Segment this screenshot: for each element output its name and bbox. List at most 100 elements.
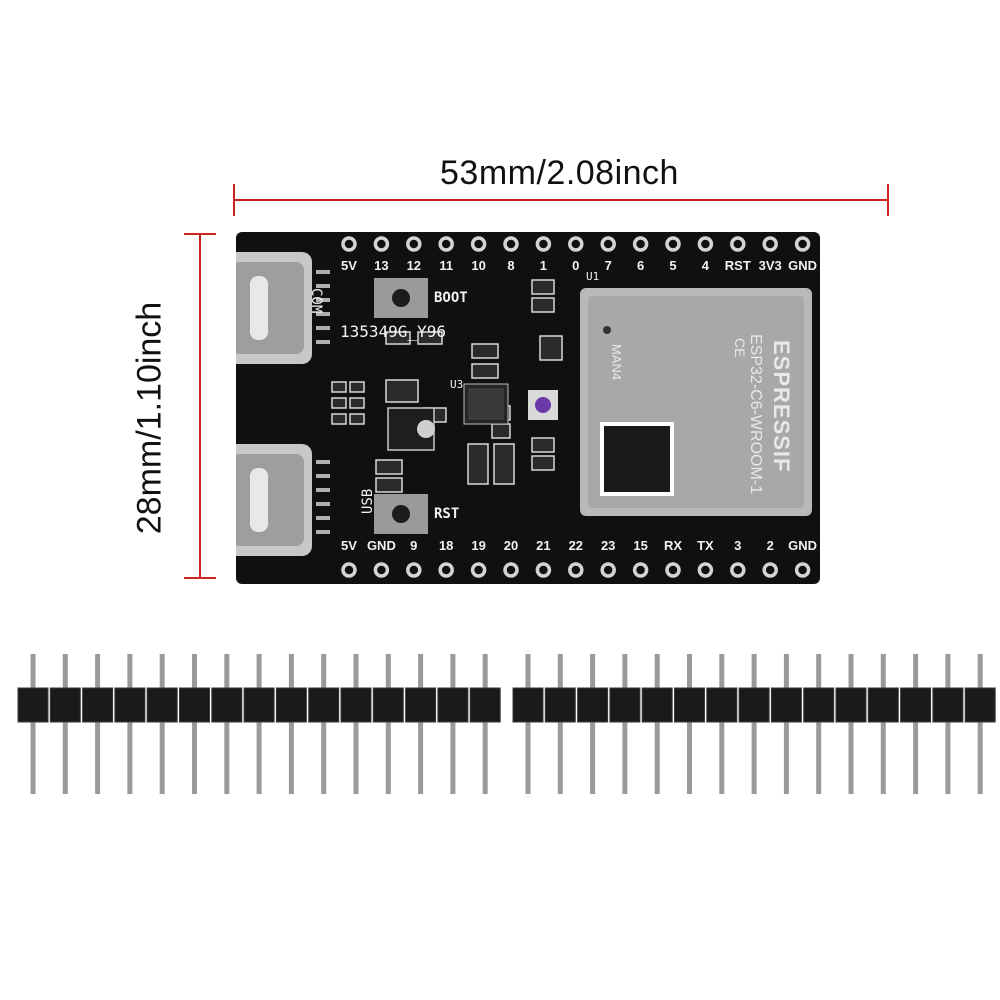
top-pin-hole bbox=[373, 236, 390, 252]
bottom-pin-hole bbox=[632, 562, 649, 578]
bottom-pin-label: GND bbox=[366, 538, 396, 553]
bottom-pin-hole bbox=[568, 562, 584, 578]
header-plastic-block bbox=[770, 687, 802, 723]
pcb-artwork bbox=[222, 236, 918, 578]
header-pin bbox=[385, 654, 391, 794]
header-pin bbox=[353, 654, 359, 794]
top-pin-label: 13 bbox=[374, 258, 389, 273]
top-pin-label: 11 bbox=[439, 258, 454, 273]
header-pin bbox=[224, 654, 230, 794]
top-pin-hole bbox=[470, 236, 487, 252]
header-pin bbox=[816, 654, 822, 794]
u3-usb-chip bbox=[463, 383, 509, 425]
header-pin bbox=[256, 654, 262, 794]
top-pin-hole bbox=[568, 236, 584, 252]
top-pin-hole bbox=[794, 236, 811, 252]
header-pin bbox=[482, 654, 488, 794]
header-plastic-block bbox=[17, 687, 49, 723]
voltage-regulator bbox=[387, 407, 435, 451]
bottom-pin-hole bbox=[762, 562, 778, 578]
header-plastic-block bbox=[932, 687, 964, 723]
bottom-pin-label: 2 bbox=[766, 538, 774, 553]
bottom-pin-label: 18 bbox=[438, 538, 454, 553]
top-pin-label: 1 bbox=[539, 258, 548, 273]
top-pin-label: 3V3 bbox=[758, 258, 782, 273]
header-plastic-block bbox=[964, 687, 996, 723]
bottom-pin-hole bbox=[730, 562, 746, 578]
usb-pads bbox=[316, 270, 330, 534]
header-pin bbox=[848, 654, 854, 794]
header-plastic-block bbox=[340, 687, 372, 723]
rst-button-label: RST bbox=[434, 506, 460, 522]
bottom-pin-hole bbox=[665, 562, 681, 578]
header-plastic-block bbox=[544, 687, 576, 723]
smd-components bbox=[331, 279, 563, 493]
header-pin bbox=[288, 654, 294, 794]
header-pin bbox=[751, 654, 757, 794]
top-pin-holes bbox=[341, 236, 811, 252]
header-plastic-block bbox=[738, 687, 770, 723]
bottom-pin-hole bbox=[535, 562, 552, 578]
bottom-pin-label: 19 bbox=[471, 538, 486, 553]
u1-label: U1 bbox=[586, 270, 600, 283]
bottom-pin-label: 22 bbox=[568, 538, 584, 553]
top-pin-label: 12 bbox=[406, 258, 422, 273]
bottom-pin-label: GND bbox=[788, 538, 818, 553]
header-plastic-block bbox=[308, 687, 340, 723]
rst-button[interactable] bbox=[374, 494, 428, 534]
header-plastic-block bbox=[512, 687, 544, 723]
bottom-pin-hole bbox=[373, 562, 390, 578]
bottom-pin-label: 21 bbox=[536, 538, 551, 553]
header-pin bbox=[719, 654, 725, 794]
header-pin bbox=[159, 654, 165, 794]
header-plastic-block bbox=[275, 687, 307, 723]
header-plastic-block bbox=[179, 687, 210, 723]
header-pin bbox=[590, 654, 596, 794]
boot-button[interactable] bbox=[374, 278, 428, 318]
bottom-pin-label: RX bbox=[663, 538, 683, 553]
header-pin bbox=[95, 654, 101, 794]
top-pin-hole bbox=[697, 236, 714, 252]
header-plastic-block bbox=[114, 687, 146, 723]
top-pin-hole bbox=[503, 236, 519, 252]
header-pin bbox=[654, 654, 660, 794]
header-plastic-block bbox=[609, 687, 641, 723]
header-plastic-block bbox=[577, 687, 609, 723]
header-pin bbox=[913, 654, 919, 794]
header-plastic-block bbox=[706, 687, 738, 723]
header-plastic-block bbox=[835, 687, 867, 723]
top-pin-hole bbox=[730, 236, 746, 252]
header-pin bbox=[418, 654, 424, 794]
bottom-pin-hole bbox=[341, 562, 357, 578]
header-pin bbox=[622, 654, 628, 794]
header-pin bbox=[977, 654, 983, 794]
header-plastic-block bbox=[674, 687, 705, 723]
top-pin-label: 7 bbox=[604, 258, 612, 273]
top-pin-hole bbox=[762, 236, 778, 252]
top-pin-label: RST bbox=[724, 258, 751, 273]
rgb-led bbox=[528, 390, 558, 420]
top-pin-label: 6 bbox=[636, 258, 645, 273]
header-pin bbox=[525, 654, 531, 794]
header-plastic-block bbox=[211, 687, 243, 723]
usb-c-connector-usb bbox=[222, 444, 312, 556]
header-plastic-block bbox=[469, 687, 501, 723]
header-plastic-block bbox=[641, 687, 673, 723]
bottom-pin-label: 20 bbox=[503, 538, 519, 553]
header-plastic-block bbox=[900, 687, 932, 723]
bottom-pin-hole bbox=[794, 562, 811, 578]
header-plastic-block bbox=[437, 687, 469, 723]
top-pin-label: 10 bbox=[471, 258, 486, 273]
top-pin-label: 5V bbox=[341, 258, 357, 273]
header-plastic-block bbox=[82, 687, 114, 723]
header-plastic-block bbox=[803, 687, 835, 723]
header-plastic-block bbox=[867, 687, 899, 723]
header-pin bbox=[880, 654, 886, 794]
bottom-pin-hole bbox=[600, 562, 616, 578]
header-pin bbox=[557, 654, 563, 794]
header-pin bbox=[192, 654, 197, 794]
serial-code: 135349G_Y96 bbox=[340, 322, 446, 341]
esp32-module bbox=[580, 288, 918, 516]
top-pin-hole bbox=[438, 236, 454, 252]
